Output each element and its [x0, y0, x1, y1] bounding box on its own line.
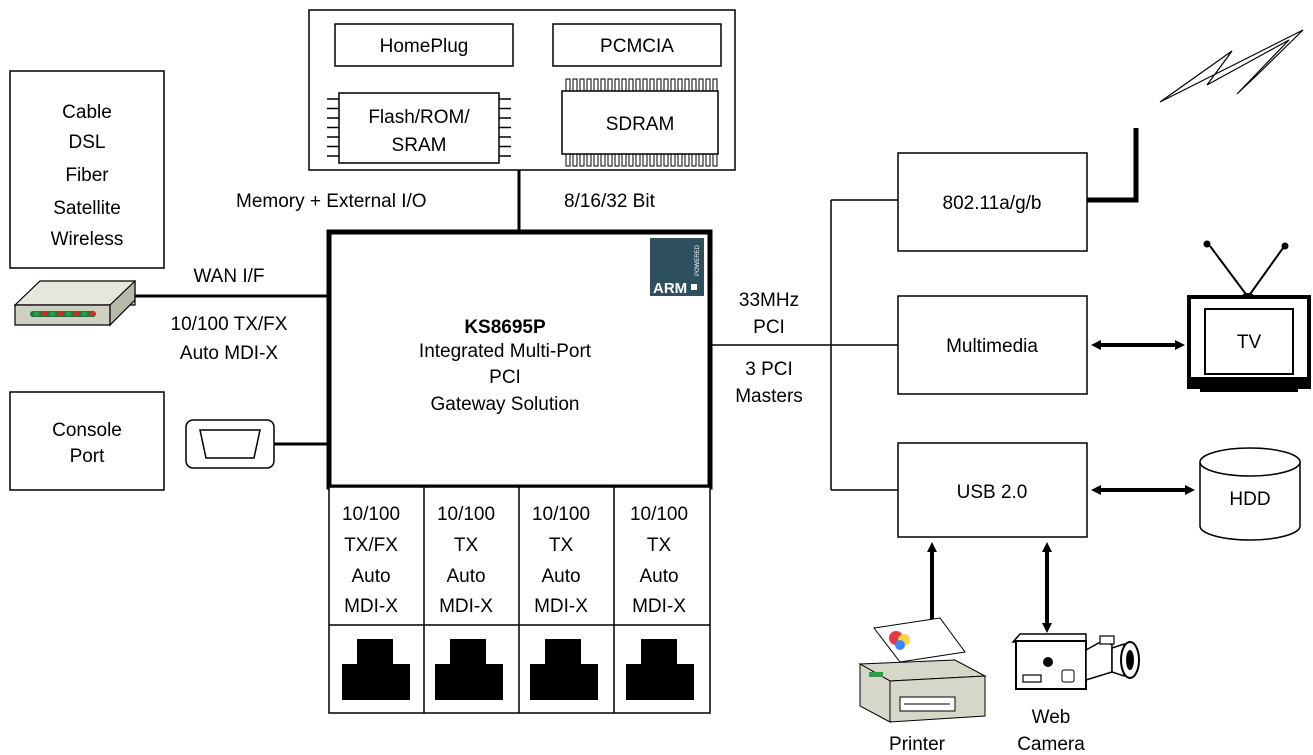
antenna-icon [1087, 29, 1304, 203]
port-label-auto: Auto [446, 566, 485, 587]
homeplug-block: HomePlug [334, 23, 514, 67]
memory-board: HomePlug PCMCIA Flash/ROM/ SRAM SDRAM [308, 9, 736, 171]
console-label-line2: Port [70, 446, 106, 467]
chip-line2: PCI [489, 367, 521, 388]
radio-signal-icon [1159, 29, 1304, 103]
chip-line3: Gateway Solution [431, 394, 580, 415]
port-1: 10/100 TX/FX Auto MDI-X [342, 504, 410, 700]
chip-name: KS8695P [464, 317, 546, 338]
flash-label-line1: Flash/ROM/ [368, 107, 470, 128]
flash-label-line2: SRAM [392, 135, 447, 156]
pci-speed-line1: 33MHz [739, 290, 799, 311]
printer-label: Printer [889, 734, 946, 755]
camera-label-line1: Web [1032, 707, 1071, 728]
arm-logo-text: ARM [653, 280, 687, 297]
rj45-jack-icon [530, 639, 598, 700]
hdd-label: HDD [1229, 489, 1270, 510]
pci-masters-line2: Masters [735, 386, 803, 407]
wan-spec-line2: Auto MDI-X [180, 343, 279, 364]
port-label-auto: Auto [351, 566, 390, 587]
port-label-media: TX [647, 535, 672, 556]
port-4: 10/100 TX Auto MDI-X [626, 504, 694, 700]
port-label-mdix: MDI-X [632, 596, 686, 617]
serial-connector-icon [185, 419, 275, 469]
wan-spec-line1: 10/100 TX/FX [171, 314, 288, 335]
wan-source-wireless: Wireless [51, 229, 124, 250]
port-label-speed: 10/100 [437, 504, 495, 525]
port-label-mdix: MDI-X [344, 596, 398, 617]
pcmcia-block: PCMCIA [552, 23, 722, 67]
port-label-auto: Auto [541, 566, 580, 587]
wan-sources-box: Cable DSL Fiber Satellite Wireless [9, 70, 165, 269]
port-label-media: TX [454, 535, 479, 556]
port-label-media: TX/FX [344, 535, 398, 556]
wireless-label: 802.11a/g/b [943, 193, 1042, 214]
bit-width-label: 8/16/32 Bit [564, 191, 656, 212]
hdd-icon: HDD [1199, 447, 1301, 541]
port-label-media: TX [549, 535, 574, 556]
wan-source-satellite: Satellite [53, 198, 121, 219]
sdram-chip: SDRAM [561, 78, 719, 167]
wireless-block: 802.11a/g/b [897, 152, 1088, 252]
wan-source-cable: Cable [62, 102, 112, 123]
console-label-line1: Console [52, 420, 122, 441]
port-2: 10/100 TX Auto MDI-X [435, 504, 503, 700]
rj45-jack-icon [435, 639, 503, 700]
wan-source-fiber: Fiber [65, 165, 109, 186]
pcmcia-label: PCMCIA [600, 36, 674, 57]
pci-bus [710, 199, 898, 491]
port-label-speed: 10/100 [630, 504, 688, 525]
console-port-box: Console Port [9, 391, 165, 491]
printer-icon: Printer [858, 617, 987, 755]
ks8695p-chip: ARM POWERED KS8695P Integrated Multi-Por… [326, 229, 713, 490]
wan-source-dsl: DSL [69, 132, 106, 153]
chip-line1: Integrated Multi-Port [419, 341, 592, 362]
port-label-speed: 10/100 [342, 504, 400, 525]
web-camera-icon: Web Camera [1011, 633, 1140, 755]
pci-masters-line1: 3 PCI [745, 359, 793, 380]
port-label-mdix: MDI-X [534, 596, 588, 617]
port-label-speed: 10/100 [532, 504, 590, 525]
usb-block: USB 2.0 [897, 442, 1088, 538]
wan-label: WAN I/F [193, 266, 264, 287]
tv-label: TV [1237, 332, 1262, 353]
port-label-mdix: MDI-X [439, 596, 493, 617]
multimedia-label: Multimedia [946, 336, 1038, 357]
homeplug-label: HomePlug [380, 36, 469, 57]
flash-rom-sram-chip: Flash/ROM/ SRAM [327, 92, 511, 164]
memory-io-label: Memory + External I/O [236, 191, 427, 212]
sdram-label: SDRAM [606, 114, 675, 135]
arm-logo-subtext: POWERED [695, 244, 701, 276]
ethernet-ports: 10/100 TX/FX Auto MDI-X 10/100 TX Auto M… [328, 486, 711, 714]
arm-logo: ARM POWERED [650, 238, 704, 297]
tv-icon: TV [1187, 240, 1311, 392]
modem-icon [13, 279, 136, 327]
port-label-auto: Auto [639, 566, 678, 587]
camera-label-line2: Camera [1017, 734, 1085, 755]
rj45-jack-icon [342, 639, 410, 700]
pci-speed-line2: PCI [753, 317, 785, 338]
multimedia-block: Multimedia [897, 295, 1088, 395]
port-3: 10/100 TX Auto MDI-X [530, 504, 598, 700]
usb-label: USB 2.0 [957, 482, 1028, 503]
rj45-jack-icon [626, 639, 694, 700]
